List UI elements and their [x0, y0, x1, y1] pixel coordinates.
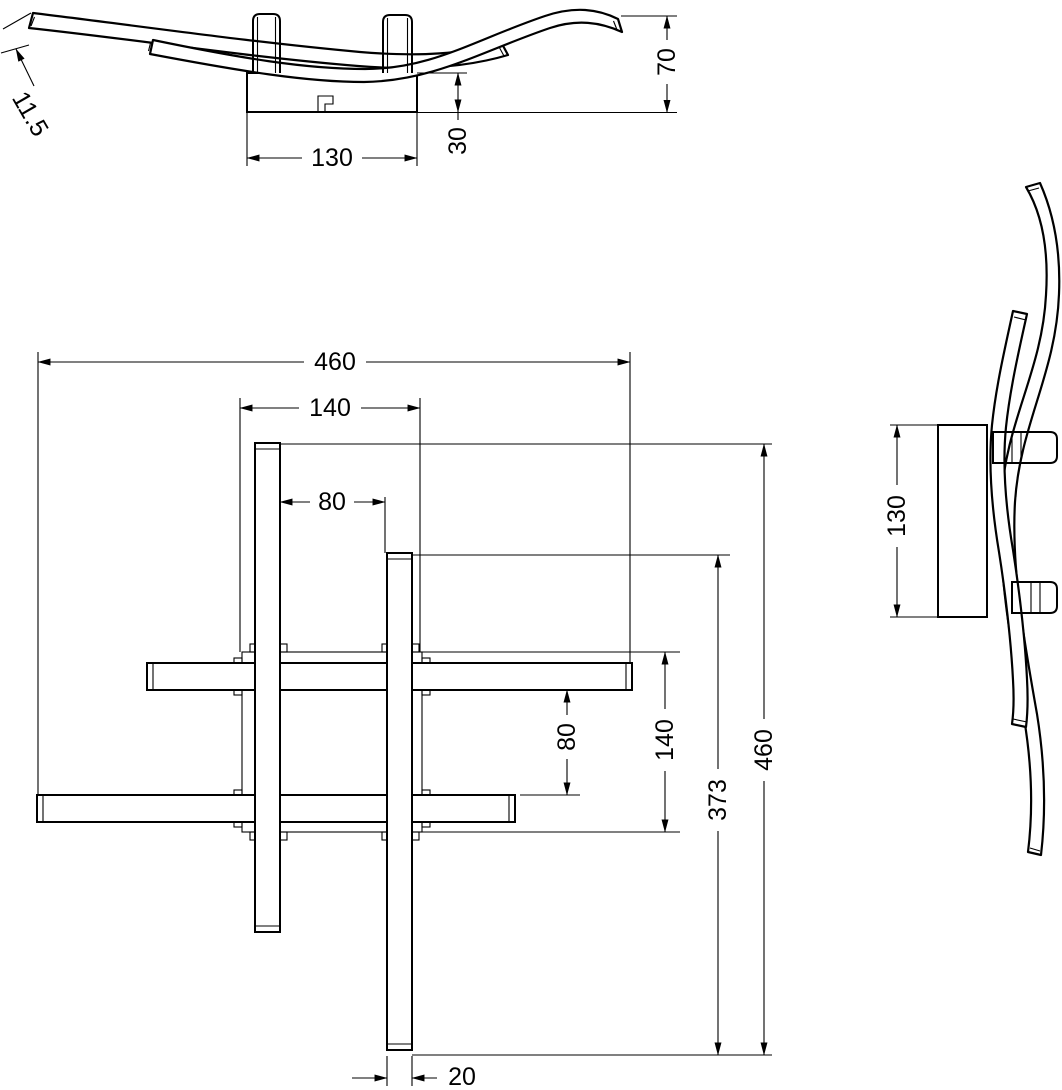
front-clip-right [382, 14, 413, 73]
svg-text:30: 30 [444, 127, 472, 155]
dim-label-canopy-height: 140 [651, 709, 679, 771]
svg-text:20: 20 [448, 1063, 476, 1090]
dim-label-bar-gap-horizontal: 80 [310, 488, 354, 516]
dim-label-canopy-width: 140 [299, 394, 361, 422]
front-clip-right-faces [386, 18, 409, 73]
plan-bar-h-lower-caps [42, 795, 510, 822]
svg-text:460: 460 [750, 729, 778, 771]
svg-text:80: 80 [318, 488, 346, 516]
side-clip-upper [992, 431, 1058, 464]
dim-label-bar-length: 373 [704, 769, 732, 831]
dim-leader-wave-thickness [15, 48, 35, 87]
dim-label-wave-thickness: 11.5 [2, 78, 58, 150]
front-wave-short-left-cap [147, 42, 152, 52]
plan-bar-h-upper-caps [152, 663, 627, 690]
side-wave-long-caps [1027, 187, 1041, 852]
dim-label-side-plate-height: 130 [883, 485, 911, 547]
svg-text:130: 130 [311, 144, 353, 172]
dim-label-total-width: 460 [304, 348, 366, 376]
front-wave-bar-short [148, 8, 624, 84]
svg-text:130: 130 [883, 495, 911, 537]
dim-label-plate-height: 30 [444, 120, 472, 162]
plan-bar-vertical-right [386, 552, 413, 1051]
plan-bar-vertical-left [254, 442, 281, 933]
plan-bar-v-right-caps [387, 558, 412, 1045]
side-mounting-plate [937, 424, 988, 618]
svg-text:373: 373 [704, 779, 732, 821]
dim-label-bar-gap-vertical: 80 [553, 715, 581, 759]
svg-text:140: 140 [309, 394, 351, 422]
side-wave-bar-short [989, 309, 1029, 729]
svg-text:140: 140 [651, 719, 679, 761]
front-wave-long-left-cap [30, 16, 36, 27]
svg-text:460: 460 [314, 348, 356, 376]
plan-view: 460 140 80 80 140 373 460 20 [36, 348, 778, 1090]
front-wave-short-right-cap [612, 20, 619, 32]
plan-canopy [241, 651, 423, 833]
dim-label-plate-width: 130 [302, 144, 362, 172]
side-wave-bar-long [999, 181, 1061, 857]
side-clip-upper-faces [1011, 432, 1022, 463]
dim-label-total-height-plan: 460 [750, 719, 778, 781]
side-clip-lower-faces [1030, 582, 1041, 613]
dim-label-total-height: 70 [653, 40, 681, 84]
side-wave-short-caps [1012, 316, 1028, 723]
front-clip-left-faces [256, 17, 277, 73]
front-plate-notch [317, 95, 334, 112]
ext-wave-thickness [0, 12, 32, 54]
side-clip-lower [1011, 581, 1058, 614]
plan-bar-v-left-caps [255, 448, 280, 927]
dim-label-bar-width: 20 [440, 1063, 484, 1090]
front-clip-left [252, 13, 281, 73]
front-view: 130 30 70 11.5 [0, 8, 681, 172]
side-view: 130 [883, 181, 1061, 857]
svg-text:80: 80 [553, 723, 581, 751]
svg-text:70: 70 [653, 48, 681, 76]
